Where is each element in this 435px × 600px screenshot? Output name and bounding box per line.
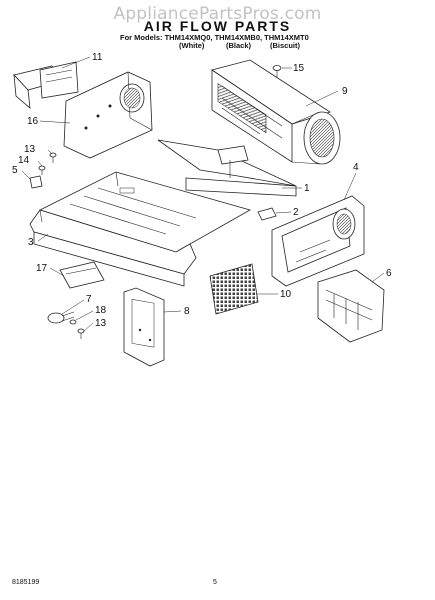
part-3-base-pan xyxy=(29,171,252,287)
part-13-screw-lower xyxy=(77,328,85,339)
part-17-pad xyxy=(59,261,105,289)
callout-5: 5 xyxy=(12,165,18,176)
part-8-access-cover xyxy=(123,287,165,367)
part-11-duct-bracket xyxy=(13,61,79,109)
part-10-filter-grille xyxy=(209,263,259,315)
part-18-washer xyxy=(69,319,77,325)
part-4-duct-frame xyxy=(271,195,365,287)
callout-8: 8 xyxy=(184,306,190,317)
callout-4: 4 xyxy=(353,162,359,173)
callout-13-upper: 13 xyxy=(24,144,36,155)
callout-13-lower: 13 xyxy=(95,318,107,329)
diagram-title: AIR FLOW PARTS xyxy=(143,18,292,34)
callout-18: 18 xyxy=(95,305,107,316)
callout-2: 2 xyxy=(293,207,299,218)
document-number: 8185199 xyxy=(12,579,40,586)
part-14-screw xyxy=(38,165,46,175)
part-16-side-panel xyxy=(63,71,153,159)
callout-16: 16 xyxy=(27,116,39,127)
leader-lines xyxy=(21,56,385,332)
callout-14: 14 xyxy=(18,155,30,166)
model-list: For Models: THM14XMQ0, THM14XMB0, THM14X… xyxy=(120,33,309,42)
variant-black: (Black) xyxy=(226,41,252,50)
callout-1: 1 xyxy=(304,183,310,194)
callout-7: 7 xyxy=(86,294,92,305)
part-2-clip xyxy=(257,207,277,221)
page-number: 5 xyxy=(213,579,217,586)
callout-15: 15 xyxy=(293,63,305,74)
callout-9: 9 xyxy=(342,86,348,97)
part-1-air-deflector xyxy=(157,139,297,197)
callout-6: 6 xyxy=(386,268,392,279)
part-7-knob xyxy=(47,311,75,324)
variant-biscuit: (Biscuit) xyxy=(270,41,300,50)
part-9-blower-assembly xyxy=(211,59,341,165)
part-15-screw xyxy=(272,65,282,78)
callout-10: 10 xyxy=(280,289,292,300)
variant-white: (White) xyxy=(179,41,205,50)
part-13-screw-upper xyxy=(49,152,57,163)
callout-11: 11 xyxy=(92,52,103,63)
callout-3: 3 xyxy=(28,237,34,248)
part-6-side-deflector xyxy=(317,269,385,343)
callout-17: 17 xyxy=(36,263,48,274)
part-5-clip xyxy=(29,175,43,189)
